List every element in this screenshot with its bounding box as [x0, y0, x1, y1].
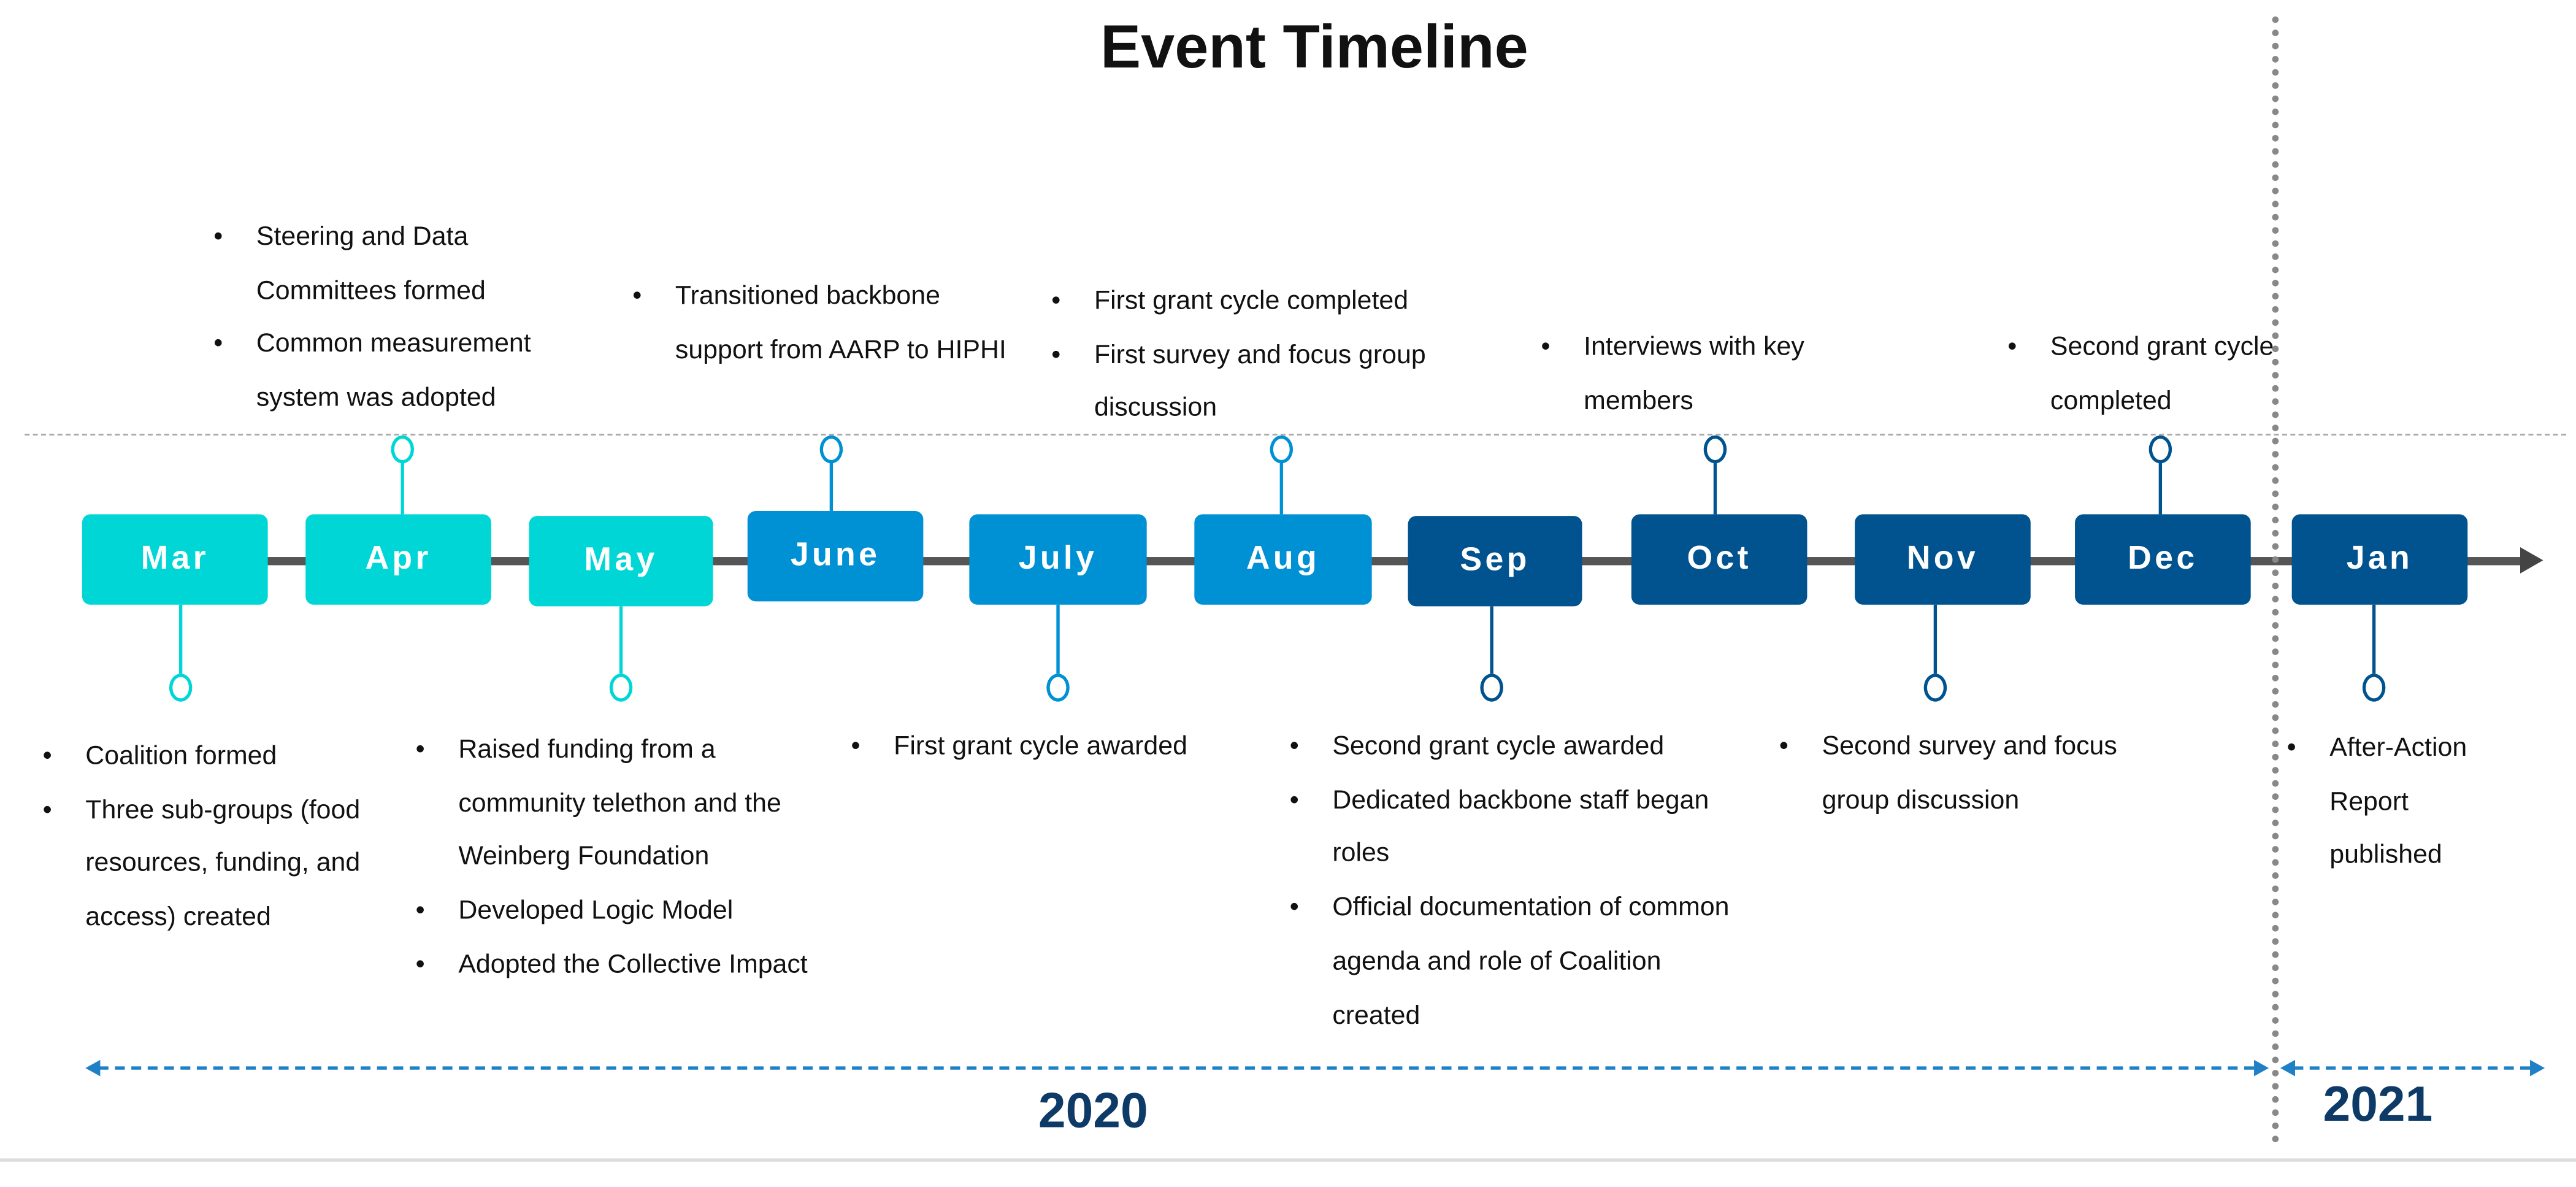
event-note: Second grant cycle awarded [1290, 721, 1733, 775]
event-note: Raised funding from a community telethon… [416, 724, 810, 886]
event-note: Official documentation of common agenda … [1290, 883, 1733, 1044]
event-note: Adopted the Collective Impact [416, 940, 810, 994]
milestone-circle-icon [819, 435, 843, 464]
connector-line [829, 461, 834, 512]
event-notes-dec: Second grant cycle completed [2007, 322, 2287, 429]
milestone-circle-icon [2149, 435, 2172, 464]
event-note: Three sub-groups (food resources, fundin… [43, 785, 421, 947]
event-notes-july: First grant cycle awarded [851, 721, 1262, 775]
month-box-nov: Nov [1855, 514, 2031, 605]
event-notes-oct: Interviews with key members [1541, 322, 1887, 429]
event-notes-nov: Second survey and focus group discussion [1779, 721, 2174, 829]
event-note: Common measurement system was adopted [213, 320, 591, 427]
milestone-circle-icon [609, 674, 633, 702]
month-box-jan: Jan [2291, 514, 2468, 605]
month-box-july: July [969, 514, 1147, 605]
event-notes-aug: First grant cycle completedFirst survey … [1051, 276, 1495, 437]
event-notes-june: Transitioned backbone support from AARP … [632, 271, 1027, 378]
event-note: Coalition formed [43, 731, 421, 785]
year-2020-span [98, 1066, 2255, 1070]
event-note: Second grant cycle completed [2007, 322, 2287, 429]
event-notes-may: Raised funding from a community telethon… [416, 724, 810, 993]
milestone-circle-icon [1480, 674, 1503, 702]
connector-line [1713, 461, 1717, 515]
connector-line [1490, 606, 1493, 674]
arrow-right-icon [2254, 1059, 2269, 1077]
milestone-circle-icon [1923, 674, 1947, 702]
event-note: Dedicated backbone staff began roles [1290, 775, 1733, 883]
month-box-apr: Apr [305, 514, 491, 605]
arrow-left-icon [2280, 1059, 2296, 1077]
event-note: Second survey and focus group discussion [1779, 721, 2174, 829]
connector-line [1933, 604, 1938, 674]
arrow-left-icon [85, 1059, 101, 1077]
connector-line [1056, 604, 1060, 674]
event-note: First grant cycle awarded [851, 721, 1262, 775]
event-notes-mar: Coalition formedThree sub-groups (food r… [43, 731, 421, 946]
connector-line [401, 461, 404, 515]
milestone-circle-icon [1046, 674, 1070, 702]
month-box-mar: Mar [82, 514, 268, 605]
milestone-circle-icon [169, 674, 193, 702]
arrow-right-icon [2530, 1059, 2545, 1077]
diagram-title: Event Timeline [1100, 13, 1528, 81]
month-box-sep: Sep [1408, 516, 1582, 607]
year-2021-span [2293, 1066, 2531, 1070]
event-note: Interviews with key members [1541, 322, 1887, 429]
connector-line [1279, 461, 1283, 515]
month-box-oct: Oct [1631, 514, 1807, 605]
month-box-aug: Aug [1194, 514, 1372, 605]
connector-line [2158, 461, 2163, 515]
bottom-rule [0, 1158, 2576, 1162]
event-notes-apr: Steering and Data Committees formedCommo… [213, 212, 591, 427]
month-box-june: June [747, 511, 924, 602]
year-label-2021: 2021 [2323, 1078, 2433, 1132]
event-note: Developed Logic Model [416, 886, 810, 940]
year-label-2020: 2020 [1038, 1084, 1148, 1139]
axis-arrow-icon [2520, 547, 2543, 574]
event-notes-jan: After-Action Report published [2287, 723, 2501, 885]
milestone-circle-icon [391, 435, 415, 464]
milestone-circle-icon [1270, 435, 1294, 464]
connector-line [2372, 604, 2376, 674]
event-note: Transitioned backbone support from AARP … [632, 271, 1027, 378]
event-notes-sep: Second grant cycle awardedDedicated back… [1290, 721, 1733, 1044]
event-note: First survey and focus group discussion [1051, 330, 1495, 437]
month-box-dec: Dec [2075, 514, 2251, 605]
connector-line [619, 606, 623, 674]
connector-line [178, 604, 183, 674]
event-note: After-Action Report published [2287, 723, 2501, 885]
event-note: First grant cycle completed [1051, 276, 1495, 330]
event-note: Steering and Data Committees formed [213, 212, 591, 320]
month-box-may: May [529, 516, 713, 607]
year-divider [2272, 16, 2279, 1144]
milestone-circle-icon [2362, 674, 2386, 702]
milestone-circle-icon [1703, 435, 1727, 464]
